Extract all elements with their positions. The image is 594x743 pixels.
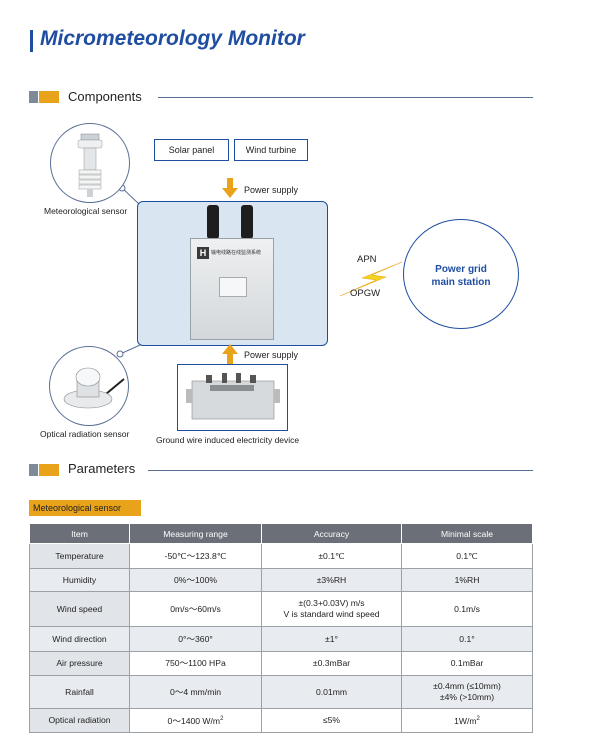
cell-range: 0～1400 W/m2 xyxy=(129,708,262,733)
table-row: Optical radiation 0～1400 W/m2 ≤5% 1W/m2 xyxy=(29,708,533,733)
cell-accuracy: ±1° xyxy=(261,626,402,652)
brand-logo-icon: H xyxy=(197,247,209,259)
table-row: Humidity 0%～100% ±3%RH 1%RH xyxy=(29,568,533,592)
meteorological-sensor-circle xyxy=(50,123,130,203)
cell-scale: 0.1mBar xyxy=(401,651,533,676)
cell-item: Optical radiation xyxy=(29,708,130,733)
section-divider xyxy=(148,470,533,471)
title-accent-bar xyxy=(30,30,33,52)
ground-wire-device-box xyxy=(177,364,288,431)
cell-range: 0m/s～60m/s xyxy=(129,591,262,627)
table-row: Rainfall 0～4 mm/min 0.01mm ±0.4mm (≤10mm… xyxy=(29,675,533,709)
page-title: Micrometeorology Monitor xyxy=(40,27,305,50)
cell-item: Wind speed xyxy=(29,591,130,627)
solar-panel-box: Solar panel xyxy=(154,139,229,161)
section-marker-icon xyxy=(29,91,59,103)
station-title-line1: Power grid xyxy=(435,264,487,275)
main-station-circle: Power grid main station xyxy=(403,219,519,329)
cell-accuracy: 0.01mm xyxy=(261,675,402,709)
optical-sensor-circle xyxy=(49,346,129,426)
cell-scale-line2: ±4% (>10mm) xyxy=(439,692,495,702)
parameters-table: Item Measuring range Accuracy Minimal sc… xyxy=(29,523,533,733)
cell-item: Rainfall xyxy=(29,675,130,709)
cell-accuracy: ±0.3mBar xyxy=(261,651,402,676)
ground-wire-device-caption: Ground wire induced electricity device xyxy=(156,435,300,445)
cell-range: 0～4 mm/min xyxy=(129,675,262,709)
power-supply-label-top: Power supply xyxy=(244,185,299,195)
column-header-scale: Minimal scale xyxy=(401,523,533,544)
superscript: 2 xyxy=(476,716,480,723)
wind-turbine-box: Wind turbine xyxy=(234,139,308,161)
cell-scale: 1%RH xyxy=(401,568,533,592)
table-row: Wind direction 0°～360° ±1° 0.1° xyxy=(29,626,533,652)
cell-item: Wind direction xyxy=(29,626,130,652)
cell-accuracy: ±0.1℃ xyxy=(261,543,402,569)
cell-scale-text: 1W/m xyxy=(454,715,477,726)
section-divider xyxy=(158,97,533,98)
cabinet-label: 输电线路在线监测系统 xyxy=(211,250,262,256)
monitoring-cabinet: H 输电线路在线监测系统 xyxy=(190,238,274,340)
cell-scale: 0.1m/s xyxy=(401,591,533,627)
cell-accuracy-line2: V is standard wind speed xyxy=(283,609,380,619)
cell-scale: 1W/m2 xyxy=(401,708,533,733)
weather-sensor-icon xyxy=(77,133,103,197)
arrow-down-icon xyxy=(222,188,238,198)
table-tag: Meteorological sensor xyxy=(29,500,141,516)
arrow-up-icon xyxy=(222,344,238,354)
table-row: Air pressure 750～1100 HPa ±0.3mBar 0.1mB… xyxy=(29,651,533,676)
column-header-item: Item xyxy=(29,523,130,544)
cell-scale: 0.1℃ xyxy=(401,543,533,569)
cell-range: 750～1100 HPa xyxy=(129,651,262,676)
ground-wire-device-image xyxy=(186,373,280,420)
apn-label: APN xyxy=(357,254,377,265)
column-header-accuracy: Accuracy xyxy=(261,523,402,544)
cell-accuracy-line1: ±(0.3+0.03V) m/s xyxy=(298,598,365,608)
cabinet-nameplate xyxy=(219,277,247,297)
cell-range: -50℃～123.8℃ xyxy=(129,543,262,569)
table-header-row: Item Measuring range Accuracy Minimal sc… xyxy=(29,523,533,544)
meteorological-sensor-caption: Meteorological sensor xyxy=(44,206,128,216)
power-arrow-top-stem xyxy=(227,178,233,188)
cell-scale-line1: ±0.4mm (≤10mm) xyxy=(433,681,501,691)
opgw-label: OPGW xyxy=(350,288,381,299)
section-title-components: Components xyxy=(68,89,142,104)
lightning-icon xyxy=(339,261,403,297)
table-row: Temperature -50℃～123.8℃ ±0.1℃ 0.1℃ xyxy=(29,543,533,569)
cell-scale: 0.1° xyxy=(401,626,533,652)
radiation-sensor-icon xyxy=(63,367,125,409)
antenna-left xyxy=(207,205,219,239)
power-supply-label-bottom: Power supply xyxy=(244,350,299,360)
cell-range: 0%～100% xyxy=(129,568,262,592)
cell-range-text: 0～1400 W/m xyxy=(167,715,221,726)
column-header-range: Measuring range xyxy=(129,523,262,544)
antenna-right xyxy=(241,205,253,239)
section-marker-icon xyxy=(29,464,59,476)
cell-range: 0°～360° xyxy=(129,626,262,652)
power-arrow-bottom-stem xyxy=(227,354,233,364)
cell-item: Humidity xyxy=(29,568,130,592)
superscript: 2 xyxy=(220,716,224,723)
cell-accuracy: ±3%RH xyxy=(261,568,402,592)
station-title-line2: main station xyxy=(431,277,491,288)
optical-sensor-caption: Optical radiation sensor xyxy=(40,429,130,439)
cell-scale: ±0.4mm (≤10mm)±4% (>10mm) xyxy=(401,675,533,709)
cell-item: Temperature xyxy=(29,543,130,569)
cell-item: Air pressure xyxy=(29,651,130,676)
section-title-parameters: Parameters xyxy=(68,461,136,476)
cell-accuracy: ≤5% xyxy=(261,708,402,733)
